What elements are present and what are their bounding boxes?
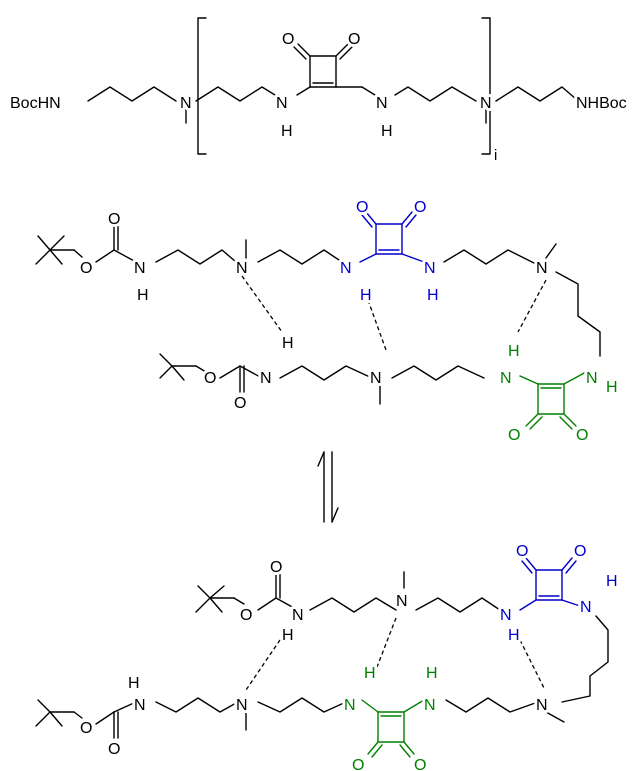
n-atom-label: N <box>500 607 512 624</box>
hbonded-structure-top: O O N H N N H O O N H N H O N O N H N O … <box>35 196 621 447</box>
h-atom-label: H <box>282 627 294 644</box>
nh-boc-label: NHBoc <box>576 95 627 112</box>
o-atom-label: O <box>356 199 368 216</box>
o-atom-label: O <box>414 757 426 771</box>
n-atom-label: N <box>344 697 356 714</box>
h-atom-label: H <box>381 123 393 140</box>
o-atom-label: O <box>348 31 360 48</box>
o-atom-label: O <box>414 199 426 216</box>
n-atom-label: N <box>480 95 492 112</box>
h-atom-label: H <box>508 627 520 644</box>
h-atom-label: H <box>427 287 439 304</box>
h-atom-label: H <box>282 335 294 352</box>
equilibrium-arrows <box>317 451 339 523</box>
h-atom-label: H <box>606 379 618 396</box>
o-atom-label: O <box>516 543 528 560</box>
h-atom-label: H <box>364 665 376 682</box>
h-atom-label: H <box>508 343 520 360</box>
o-atom-label: O <box>80 260 92 277</box>
h-atom-label: H <box>606 573 618 590</box>
h-atom-label: H <box>281 123 293 140</box>
n-atom-label: N <box>536 260 548 277</box>
n-atom-label: N <box>580 599 592 616</box>
hbonded-structure-bottom: O O N H N N H O O N H H O N O N H N H N … <box>35 540 621 771</box>
n-atom-label: N <box>260 370 272 387</box>
n-atom-label: N <box>396 593 408 610</box>
n-atom-label: N <box>340 260 352 277</box>
o-atom-label: O <box>204 370 216 387</box>
n-atom-label: N <box>424 697 436 714</box>
boc-hn-label: BocHN <box>10 95 61 112</box>
h-atom-label: H <box>128 675 140 692</box>
n-atom-label: N <box>236 697 248 714</box>
o-atom-label: O <box>576 427 588 444</box>
o-atom-label: O <box>270 559 282 576</box>
n-atom-label: N <box>500 370 512 387</box>
h-atom-label: H <box>137 287 149 304</box>
repeat-index-label: i <box>494 147 497 164</box>
n-atom-label: N <box>376 95 388 112</box>
h-atom-label: H <box>426 665 438 682</box>
o-atom-label: O <box>108 741 120 758</box>
o-atom-label: O <box>240 607 252 624</box>
h-atom-label: H <box>360 287 372 304</box>
n-atom-label: N <box>292 607 304 624</box>
polymer-repeat-structure: BocHN N N H N H N NHBoc O O i <box>7 17 630 164</box>
n-atom-label: N <box>370 370 382 387</box>
n-atom-label: N <box>536 697 548 714</box>
o-atom-label: O <box>234 395 246 412</box>
n-atom-label: N <box>180 95 192 112</box>
o-atom-label: O <box>108 211 120 228</box>
n-atom-label: N <box>586 370 598 387</box>
o-atom-label: O <box>508 427 520 444</box>
o-atom-label: O <box>574 543 586 560</box>
o-atom-label: O <box>352 757 364 771</box>
n-atom-label: N <box>134 260 146 277</box>
n-atom-label: N <box>134 697 146 714</box>
o-atom-label: O <box>80 720 92 737</box>
n-atom-label: N <box>424 260 436 277</box>
n-atom-label: N <box>276 95 288 112</box>
o-atom-label: O <box>282 31 294 48</box>
n-atom-label: N <box>236 260 248 277</box>
